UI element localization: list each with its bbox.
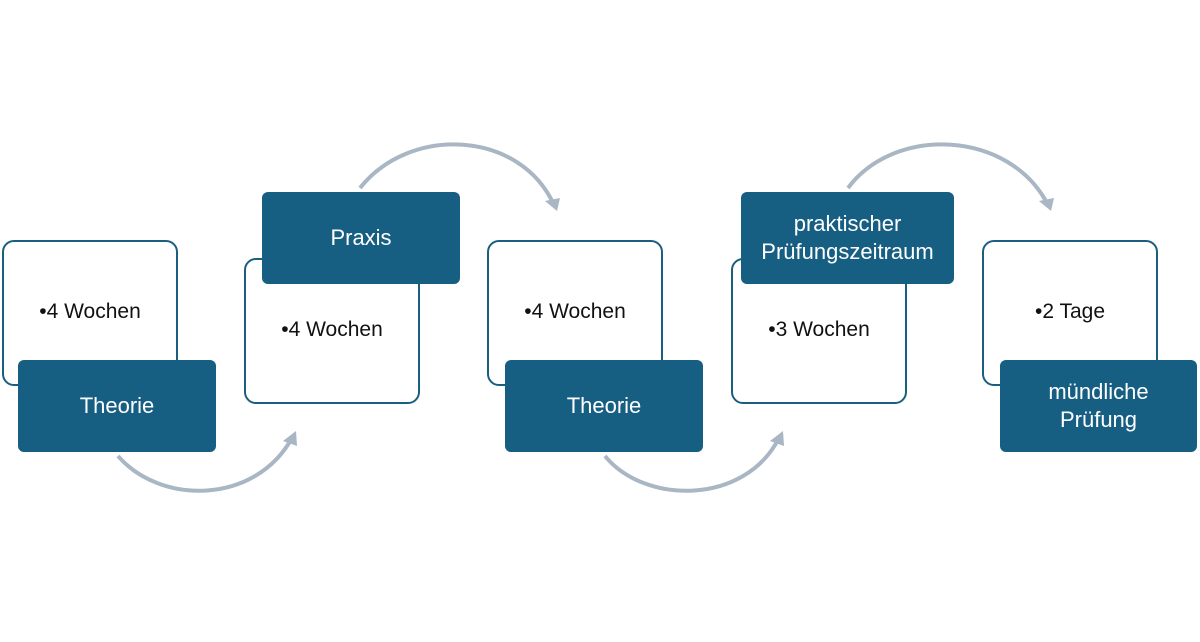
arrow-2-head <box>545 198 560 211</box>
step-4-detail: •3 Wochen <box>768 318 870 341</box>
step-2-label: Praxis <box>262 192 460 284</box>
step-2-detail: •4 Wochen <box>281 318 383 341</box>
arrow-1 <box>116 437 294 493</box>
arrow-4-head <box>1039 198 1054 211</box>
arrow-2 <box>358 142 556 206</box>
step-3-detail: •4 Wochen <box>524 300 626 323</box>
step-5-detail: •2 Tage <box>1034 300 1106 323</box>
step-1-detail: •4 Wochen <box>39 300 141 323</box>
arrow-3-head <box>770 431 784 446</box>
step-5-label: mündliche Prüfung <box>1000 360 1197 452</box>
arrow-3 <box>603 437 781 493</box>
step-4-label: praktischer Prüfungszeitraum <box>741 192 954 284</box>
arrow-1-head <box>283 431 297 446</box>
arrow-4 <box>846 142 1050 206</box>
step-1-label: Theorie <box>18 360 216 452</box>
step-3-label: Theorie <box>505 360 703 452</box>
